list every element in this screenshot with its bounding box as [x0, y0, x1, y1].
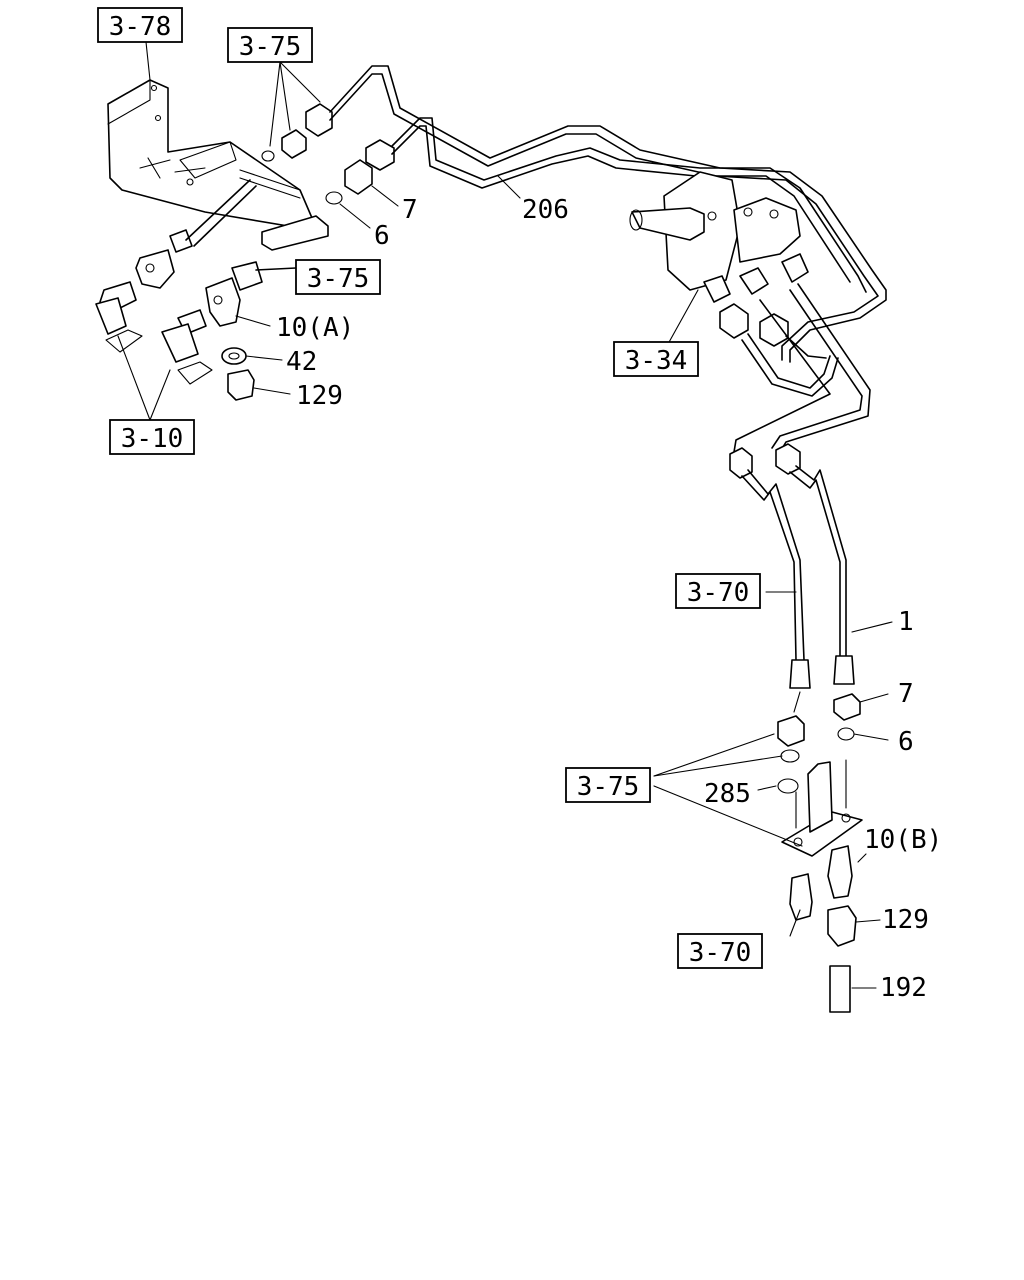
callout-285: 285	[704, 779, 751, 809]
lower-brake-pipes	[729, 443, 893, 689]
ref-3-75-top: 3-75	[227, 27, 313, 63]
ref-3-10: 3-10	[109, 419, 195, 455]
ref-3-70-upper-label: 3-70	[687, 578, 750, 608]
ref-3-70-lower: 3-70	[677, 933, 763, 969]
ref-3-75-lower-label: 3-75	[577, 772, 640, 802]
ref-3-10-label: 3-10	[121, 424, 184, 454]
callout-1: 1	[898, 607, 914, 637]
callout-192: 192	[880, 973, 927, 1003]
ref-3-70-upper: 3-70	[675, 573, 761, 609]
callout-42: 42	[286, 347, 317, 377]
ref-3-78-label: 3-78	[109, 12, 172, 42]
ref-3-34: 3-34	[613, 341, 699, 377]
callout-129-low: 129	[882, 905, 929, 935]
mounting-bracket	[107, 41, 329, 251]
top-fittings	[261, 61, 399, 229]
switches-and-connectors	[95, 179, 297, 421]
ref-3-75-lower: 3-75	[565, 767, 651, 803]
lower-bracket-fittings	[653, 691, 889, 1013]
callout-7-top: 7	[402, 195, 418, 225]
ref-3-75-top-label: 3-75	[239, 32, 302, 62]
callout-6-low: 6	[898, 727, 914, 757]
callout-7-low: 7	[898, 679, 914, 709]
ref-3-78: 3-78	[97, 7, 183, 43]
ref-3-75-mid-label: 3-75	[307, 264, 370, 294]
ref-3-75-mid: 3-75	[295, 259, 381, 295]
callout-129-top: 129	[296, 381, 343, 411]
ref-3-34-label: 3-34	[625, 346, 688, 376]
callout-10b: 10(B)	[864, 825, 942, 855]
ref-3-70-lower-label: 3-70	[689, 938, 752, 968]
callout-206: 206	[522, 195, 569, 225]
callout-10a: 10(A)	[276, 313, 354, 343]
brake-pipes-206	[329, 65, 887, 363]
callout-6-top: 6	[374, 221, 390, 251]
